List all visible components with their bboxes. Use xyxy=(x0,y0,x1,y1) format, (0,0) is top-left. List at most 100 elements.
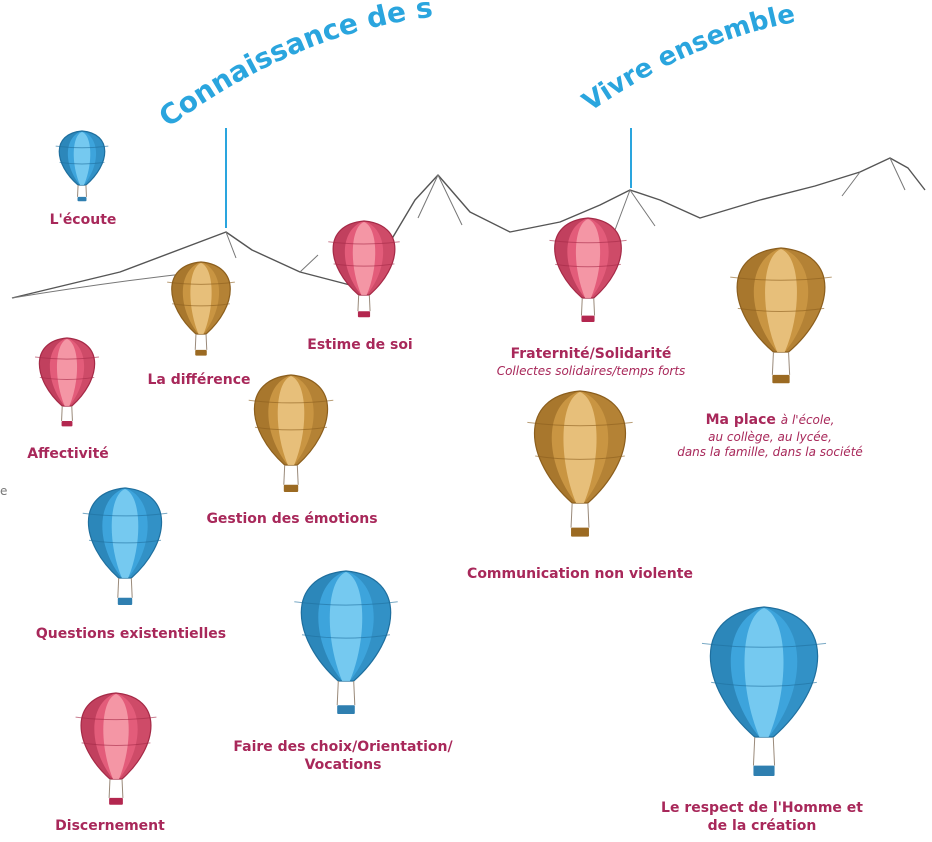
balloon-band xyxy=(34,356,100,360)
balloon-rope-right xyxy=(788,351,791,375)
label-choix: Faire des choix/Orientation/ Vocations xyxy=(233,739,452,774)
balloon-basket xyxy=(772,374,790,384)
balloon-rope-right xyxy=(296,464,299,485)
balloon-gore-center xyxy=(56,339,78,406)
balloon-rope-right xyxy=(587,502,590,528)
balloon-rope-right xyxy=(85,184,87,197)
balloon-questions xyxy=(82,487,168,605)
balloon-rope-left xyxy=(771,351,774,375)
balloon-band xyxy=(294,601,398,606)
balloon-basket xyxy=(571,527,589,537)
label-fraternite: Fraternité/Solidarité Collectes solidair… xyxy=(497,346,686,379)
balloon-band xyxy=(701,642,827,648)
balloon-rope-right xyxy=(121,778,124,798)
balloon-gore-center xyxy=(575,219,601,298)
label-difference: La différence xyxy=(147,372,251,388)
balloon-rope-left xyxy=(117,577,120,598)
balloon-emotions xyxy=(248,374,334,492)
balloon-basket xyxy=(195,349,207,356)
balloon-difference xyxy=(167,261,235,356)
balloon-rope-right xyxy=(368,294,371,312)
label-emotions: Gestion des émotions xyxy=(206,511,378,527)
label-communication: Communication non violente xyxy=(467,566,693,582)
balloon-rope-left xyxy=(283,464,286,485)
balloon-rope-right xyxy=(772,736,776,766)
label-respect-line1: Le respect de l'Homme et xyxy=(661,800,863,816)
balloon-rope-left xyxy=(357,294,360,312)
balloon-band xyxy=(549,239,627,244)
balloon-band xyxy=(55,145,109,149)
balloon-affectivite xyxy=(34,337,100,427)
stray-text-fragment: e xyxy=(0,484,8,498)
balloon-gore-left xyxy=(710,607,764,737)
balloon-basket xyxy=(117,597,133,605)
balloon-band xyxy=(737,307,825,312)
balloon-gore-left xyxy=(301,571,346,681)
heading-connaissance-text: Connaissance de soi xyxy=(0,0,434,134)
balloon-maplace xyxy=(730,247,832,384)
balloon-gore-right xyxy=(291,375,328,465)
balloon-basket xyxy=(753,765,775,776)
label-ecoute: L'écoute xyxy=(49,212,117,228)
label-choix-line2: Vocations xyxy=(304,756,382,773)
balloon-gore-right xyxy=(82,131,105,185)
heading-vivre-text: Vivre ensemble xyxy=(577,0,797,118)
balloon-gore-center xyxy=(190,263,212,334)
balloon-gore-right xyxy=(67,338,95,406)
balloon-band xyxy=(254,426,328,431)
balloon-band xyxy=(301,634,391,639)
balloon-band xyxy=(328,241,400,245)
balloon-gore-right xyxy=(201,262,231,334)
balloon-gore-right xyxy=(364,221,395,295)
balloon-band xyxy=(333,263,395,267)
label-estime: Estime de soi xyxy=(307,337,413,353)
balloon-gore-center xyxy=(352,222,376,295)
balloon-rope-right xyxy=(593,297,596,316)
balloon-band xyxy=(527,421,633,427)
balloon-band xyxy=(59,161,105,165)
balloon-estime xyxy=(328,220,400,318)
balloon-rope-left xyxy=(77,184,79,197)
balloon-basket xyxy=(337,705,355,714)
balloon-rope-left xyxy=(61,405,63,421)
balloon-choix xyxy=(294,570,398,714)
label-discernement: Discernement xyxy=(55,818,165,834)
balloon-gore-right xyxy=(116,693,151,779)
balloon-basket xyxy=(109,797,123,805)
balloon-gore-center xyxy=(744,608,784,737)
balloon-band xyxy=(535,455,625,460)
balloon-rope-left xyxy=(570,502,573,528)
balloon-gore-right xyxy=(764,607,818,737)
balloon-gore-left xyxy=(39,338,67,406)
balloon-rope-right xyxy=(130,577,133,598)
label-respect: Le respect de l'Homme et de la création xyxy=(661,800,863,835)
balloon-band xyxy=(555,263,621,268)
balloon-fraternite xyxy=(549,217,627,322)
balloon-band xyxy=(39,376,95,380)
balloon-rope-left xyxy=(108,778,111,798)
balloon-rope-left xyxy=(580,297,583,316)
balloon-gore-left xyxy=(88,488,125,578)
balloon-ecoute xyxy=(55,130,109,202)
balloon-gore-center xyxy=(765,249,797,352)
balloon-gore-left xyxy=(59,131,82,185)
mountain-ridge-lines xyxy=(11,157,906,299)
label-respect-line2: de la création xyxy=(707,817,817,834)
label-questions: Questions existentielles xyxy=(35,626,227,642)
balloon-gore-center xyxy=(111,489,139,578)
balloon-basket xyxy=(77,196,87,202)
balloon-gore-left xyxy=(81,693,116,779)
balloon-rope-left xyxy=(752,736,756,766)
balloon-band xyxy=(248,399,334,404)
label-ma-place: Ma place à l'école, au collège, au lycée… xyxy=(677,412,863,460)
balloon-band xyxy=(711,681,817,687)
balloon-basket xyxy=(357,311,371,318)
balloon-gore-right xyxy=(588,218,622,298)
balloon-band xyxy=(75,716,157,721)
heading-connaissance-de-soi: Connaissance de soi xyxy=(0,0,434,134)
heading-vivre-ensemble: Vivre ensemble xyxy=(577,0,797,118)
balloon-gore-center xyxy=(329,572,363,681)
balloon-band xyxy=(730,276,832,281)
